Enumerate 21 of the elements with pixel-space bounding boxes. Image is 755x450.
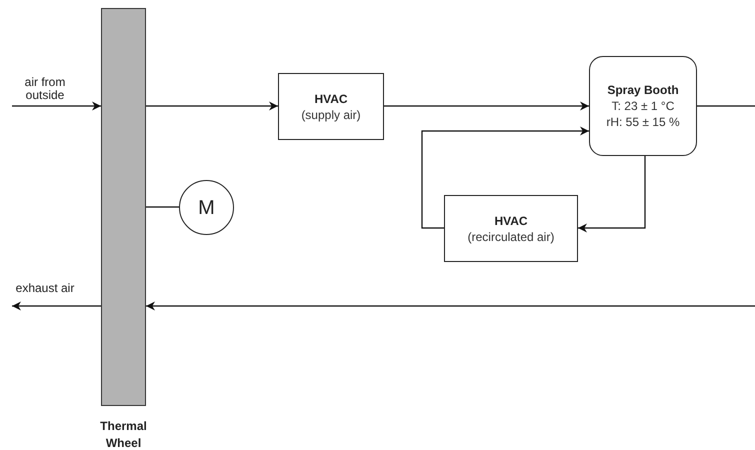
node-title: HVAC bbox=[314, 90, 348, 106]
connector-line bbox=[146, 206, 179, 208]
node-text: T: 23 ± 1 °C bbox=[612, 98, 674, 114]
connector-line bbox=[697, 105, 755, 107]
process-box bbox=[278, 73, 384, 140]
node-title: M bbox=[198, 198, 215, 218]
flow-arrow bbox=[384, 102, 589, 110]
node-label: Thermal Wheel bbox=[99, 418, 148, 450]
node-text: (supply air) bbox=[301, 106, 361, 122]
node-text: rH: 55 ± 15 % bbox=[606, 114, 680, 130]
flow-arrow bbox=[146, 302, 755, 310]
flow-arrow bbox=[12, 302, 101, 310]
node-text: (recirculated air) bbox=[468, 228, 554, 244]
booth-box bbox=[589, 56, 697, 156]
flow-arrow bbox=[12, 102, 101, 110]
process-box bbox=[444, 195, 578, 262]
flow-arrow bbox=[421, 126, 589, 229]
node-title: HVAC bbox=[494, 212, 528, 228]
node-title: Spray Booth bbox=[607, 82, 679, 98]
flow-arrow bbox=[146, 102, 278, 110]
flow-arrow bbox=[578, 156, 646, 232]
